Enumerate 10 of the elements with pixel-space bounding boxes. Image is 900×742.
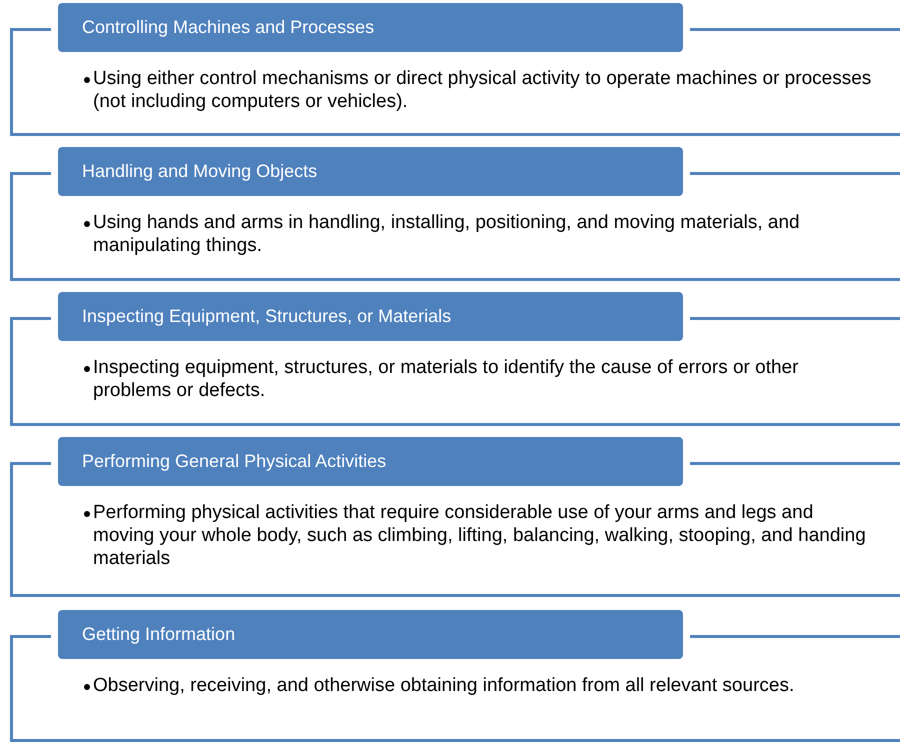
description-text: Performing physical activities that require considerable use of your arms and legs and moving your whole body, such as climbing, lifting, balancing, walking, stooping, and handing materials — [93, 501, 867, 570]
section-header: Handling and Moving Objects — [58, 147, 683, 196]
section-header: Performing General Physical Activities — [58, 437, 683, 486]
description-text: Inspecting equipment, structures, or materials to identify the cause of errors or other problems or defects. — [93, 356, 800, 402]
section-header: Inspecting Equipment, Structures, or Materials — [58, 292, 683, 341]
section-header: Controlling Machines and Processes — [58, 3, 683, 52]
description-text: Using either control mechanisms or direct physical activity to operate machines or processes (not including computers or vehicles). — [93, 67, 872, 113]
description-text: Using hands and arms in handling, installing, positioning, and moving materials, and manipulating things. — [93, 211, 801, 257]
section-header: Getting Information — [58, 610, 683, 659]
description-text: Observing, receiving, and otherwise obtaining information from all relevant sources. — [93, 674, 796, 697]
